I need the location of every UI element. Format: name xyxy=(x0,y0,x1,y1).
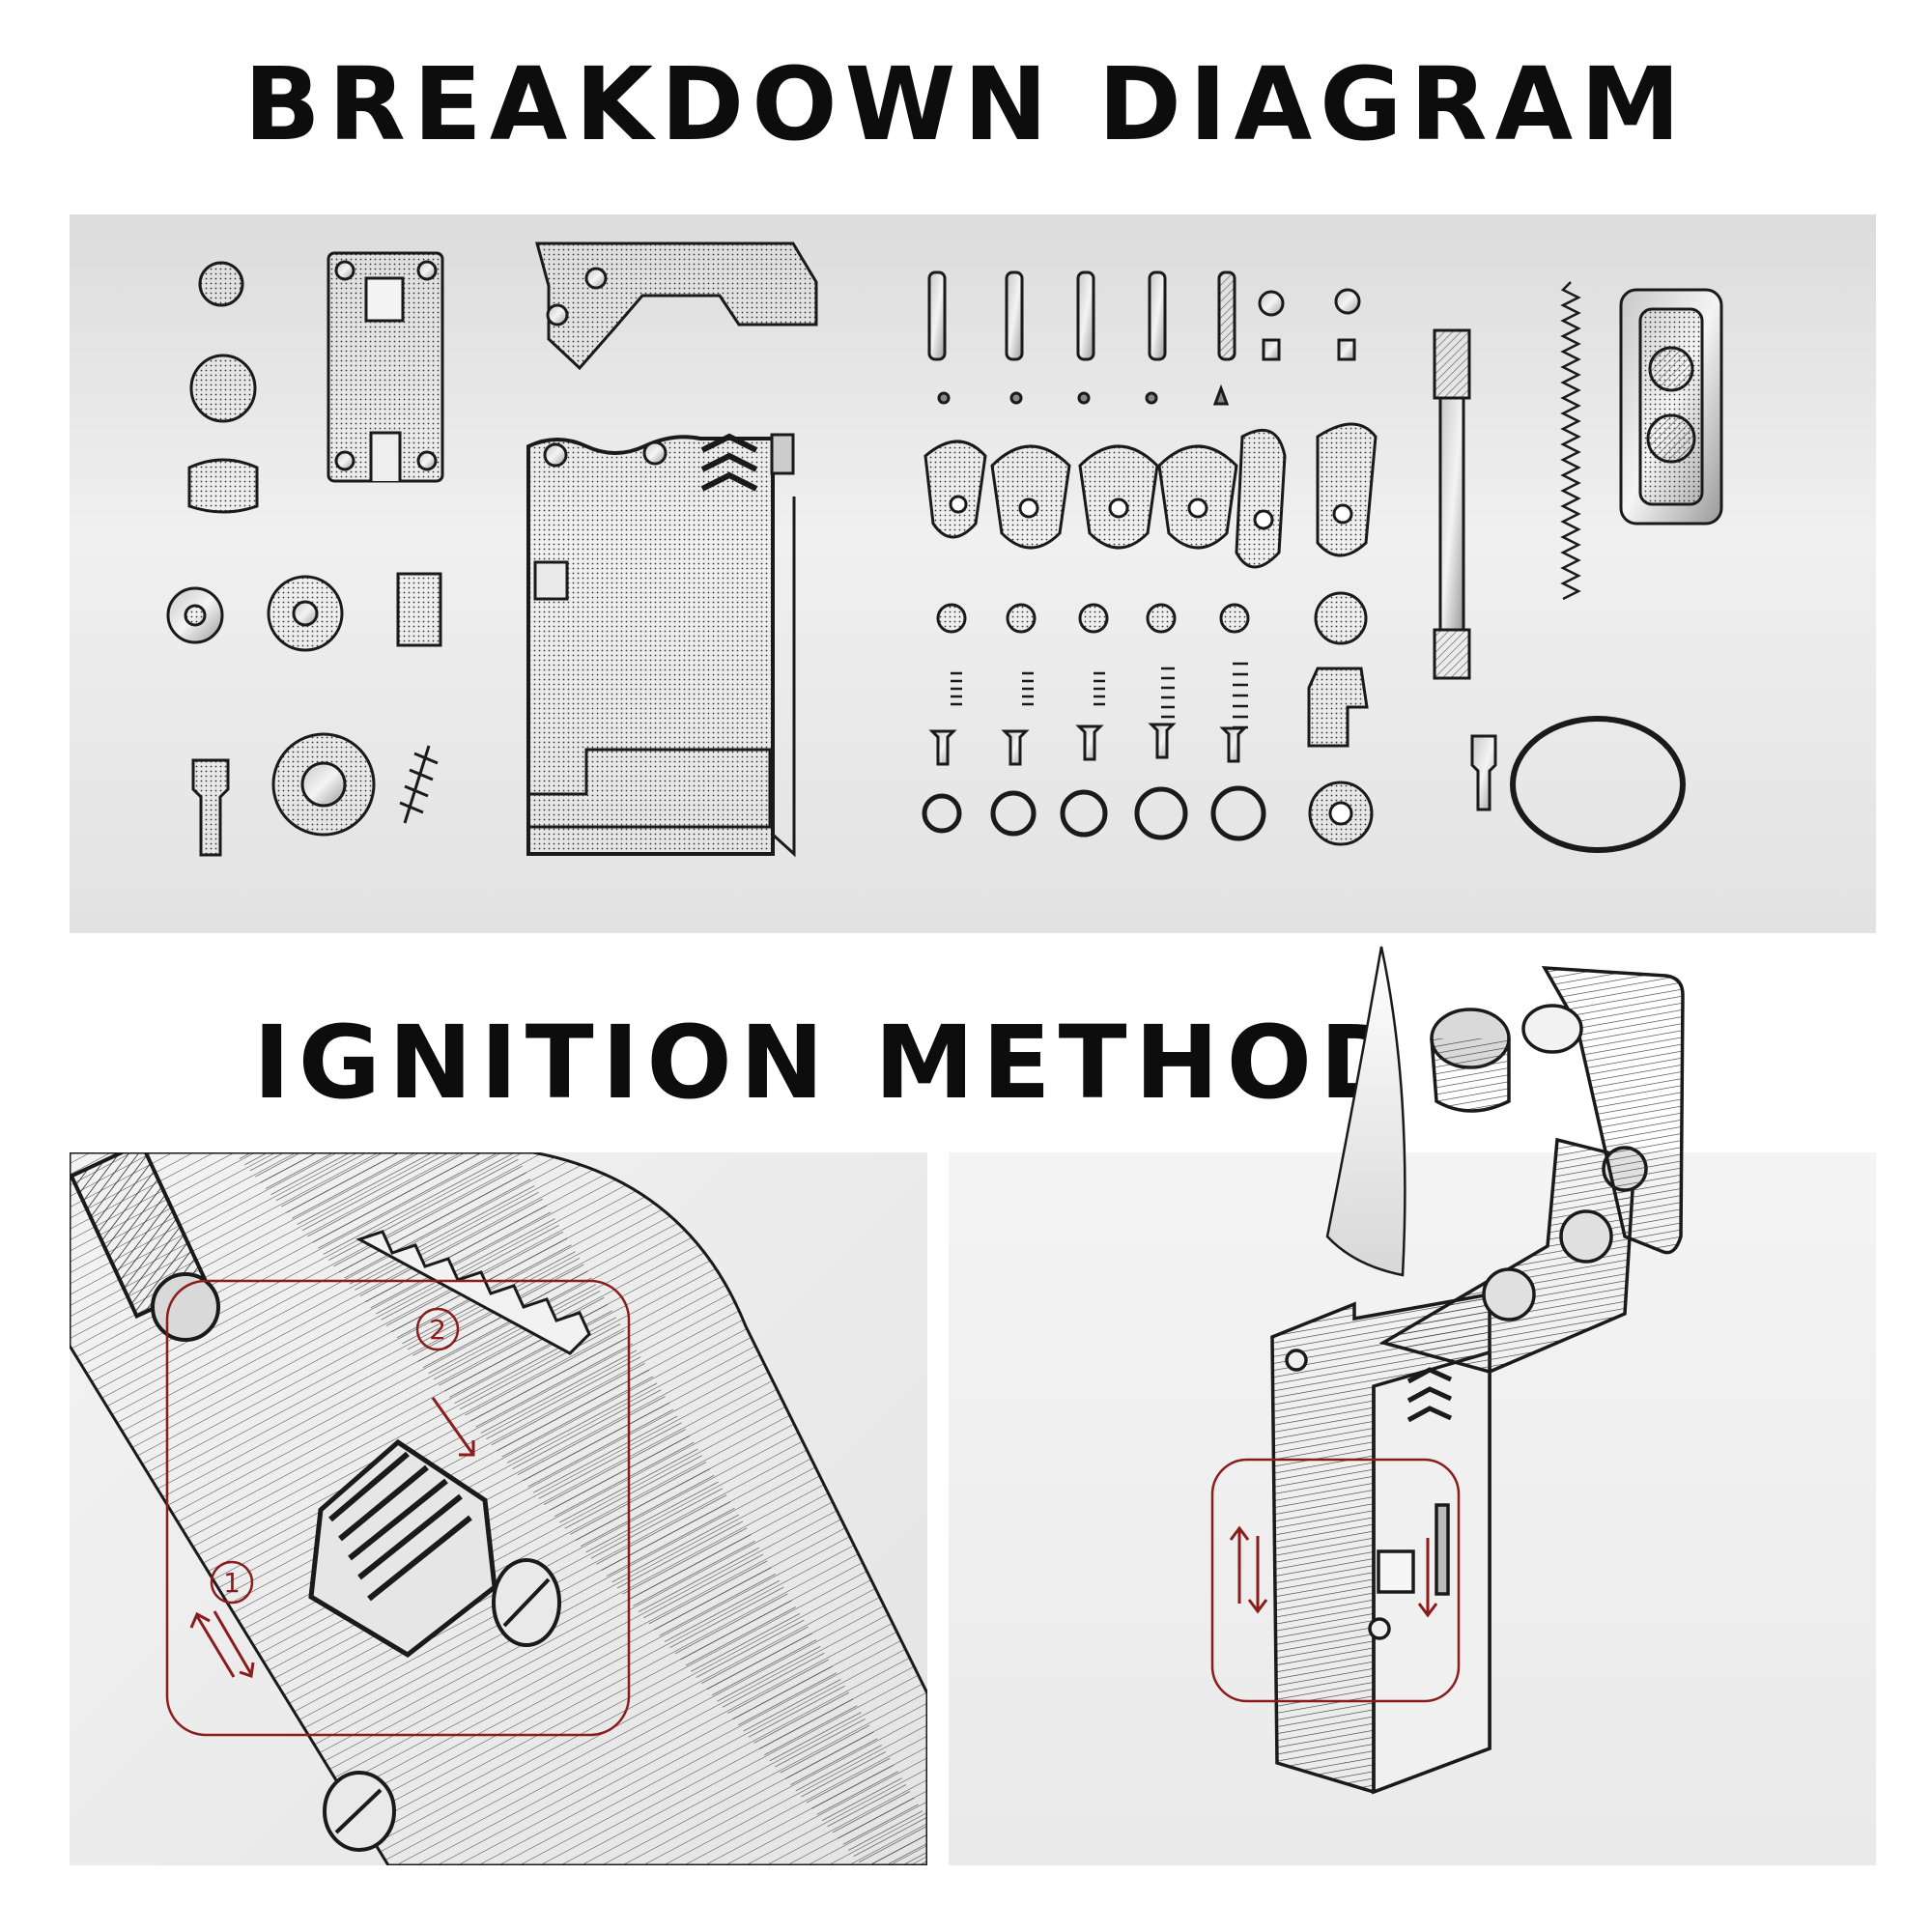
ignition-closeup-panel: 1 2 xyxy=(70,1152,927,1865)
breakdown-parts-panel xyxy=(70,214,1876,933)
breakdown-diagram-title: BREAKDOWN DIAGRAM xyxy=(243,45,1689,163)
cam-levers-row xyxy=(923,422,1378,569)
knob-part xyxy=(166,261,442,857)
slotted-screws xyxy=(323,1558,561,1852)
lighter-illustration xyxy=(1210,946,1685,1795)
screws-row xyxy=(928,723,1248,766)
callout-step-two: 2 xyxy=(415,1307,475,1457)
ignition-method-title: IGNITION METHOD xyxy=(253,1004,1411,1122)
long-spring-part xyxy=(1560,281,1581,601)
cover-plate-part xyxy=(327,251,444,483)
double-arrow-up-down-icon xyxy=(189,1610,255,1678)
up-down-arrows-icon xyxy=(1229,1525,1438,1618)
cartridge-part xyxy=(1619,288,1723,526)
ratchet-teeth xyxy=(355,1230,591,1355)
step-one-number: 1 xyxy=(223,1567,241,1599)
burner-chimney xyxy=(1430,1004,1583,1113)
lighter-lid xyxy=(1541,966,1685,1255)
o-rings-row xyxy=(922,785,1266,841)
step-two-number: 2 xyxy=(429,1314,446,1346)
callout-step-one: 1 xyxy=(189,1560,255,1678)
lid-part xyxy=(535,242,818,371)
callout-frame-lighter xyxy=(1210,1458,1461,1703)
main-body-part xyxy=(526,433,796,858)
pins-row xyxy=(927,270,1361,361)
flame xyxy=(1325,946,1406,1277)
fuel-tube-part xyxy=(1433,328,1471,680)
closeup-illustration: 1 2 xyxy=(70,1152,927,1865)
gasket-ring-part xyxy=(1510,716,1686,853)
callout-frame-closeup xyxy=(165,1279,631,1737)
ignition-button[interactable] xyxy=(1377,1549,1415,1594)
springs-row xyxy=(951,662,1248,729)
arrow-down-right-icon xyxy=(431,1397,475,1457)
nuts-row xyxy=(936,591,1368,645)
hinge-mechanism xyxy=(1378,1137,1648,1374)
parts-illustration xyxy=(166,242,1723,858)
